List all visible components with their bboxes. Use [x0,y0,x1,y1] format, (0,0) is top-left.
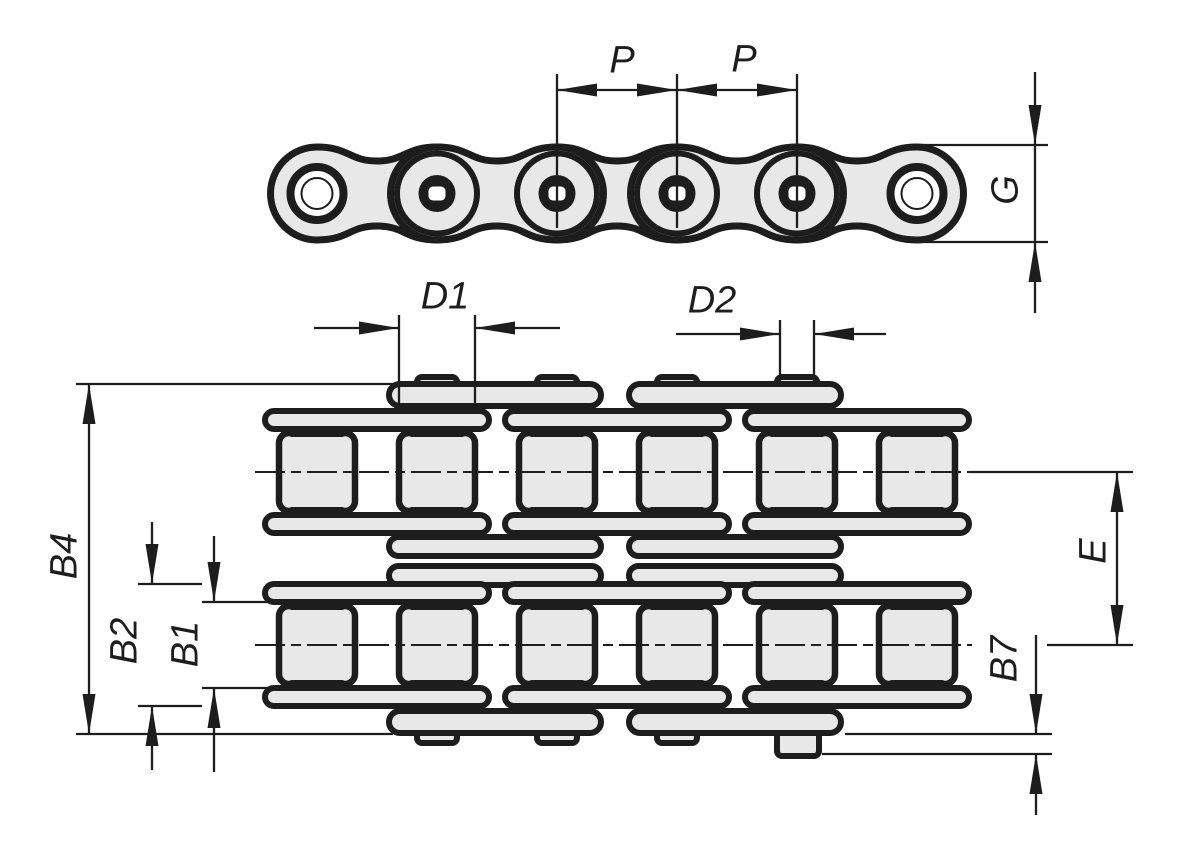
inner-plate [742,408,972,432]
dim-plate-height: G [917,72,1048,313]
inner-plate [262,408,492,432]
dim-label-pin-diameter: D2 [688,279,737,321]
chain-plan-view [255,374,972,759]
inner-plate [262,512,492,536]
dim-label-overall-width: B4 [43,533,85,579]
intermediate-plate [626,534,844,559]
inner-plate [742,512,972,536]
dim-overall-width: B4 [43,382,395,736]
dim-label-plate-height: G [984,175,1026,205]
end-link-eyes [286,163,948,224]
dim-label-pitch-2: P [731,38,757,80]
inner-plate [742,685,972,709]
dim-transverse-pitch: E [970,470,1133,647]
dim-roller-diameter: D1 [314,275,560,406]
bushing-ends [288,427,946,690]
dim-pin-diameter: D2 [676,279,886,385]
intermediate-plate [386,534,604,559]
inner-plate [502,512,732,536]
inner-plate [502,685,732,709]
dim-inner-width: B1 [164,536,268,772]
chain-side-view [267,143,967,244]
inner-plate [742,581,972,605]
inner-plate [502,581,732,605]
dim-width-over-plates: B2 [103,522,202,770]
outer-plate [626,381,844,409]
dim-pitch: P P [555,38,799,228]
dim-pin-protrusion: B7 [822,634,1052,815]
dim-label-transverse-pitch: E [1072,538,1114,564]
inner-plate [262,685,492,709]
dim-label-pin-protrusion: B7 [983,634,1025,682]
intermediate-plate [386,563,604,588]
outer-plate [386,708,604,736]
intermediate-plate [626,563,844,588]
dim-label-pitch-1: P [609,39,635,81]
outer-plate [386,381,604,409]
inner-plate [502,408,732,432]
outer-plate [626,708,844,736]
dim-label-inner-width: B1 [164,621,206,667]
dim-label-roller-diameter: D1 [421,275,470,317]
inner-plate [262,581,492,605]
dim-label-width-over-plates: B2 [103,618,145,664]
